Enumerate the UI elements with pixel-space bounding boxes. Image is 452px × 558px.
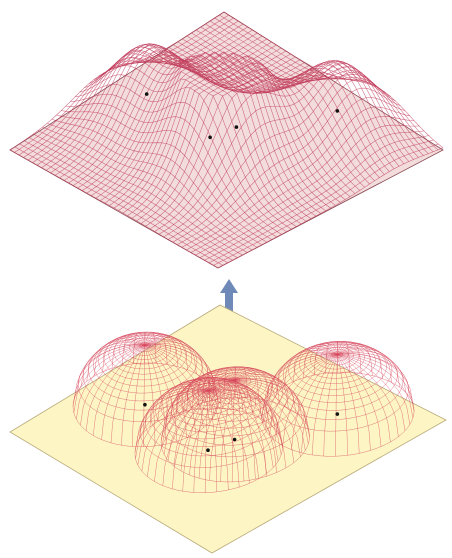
bottom-ground-plane [10, 305, 446, 553]
sample-point [235, 125, 239, 129]
individual-kernels-panel [10, 305, 446, 553]
sample-point [208, 136, 212, 140]
sample-point [233, 438, 237, 442]
sample-point [336, 109, 340, 113]
sample-point [206, 448, 210, 452]
sample-point [145, 92, 149, 96]
summed-surface-panel [10, 12, 443, 268]
sample-point [143, 403, 147, 407]
sample-point [336, 412, 340, 416]
arrow-head [220, 279, 238, 293]
